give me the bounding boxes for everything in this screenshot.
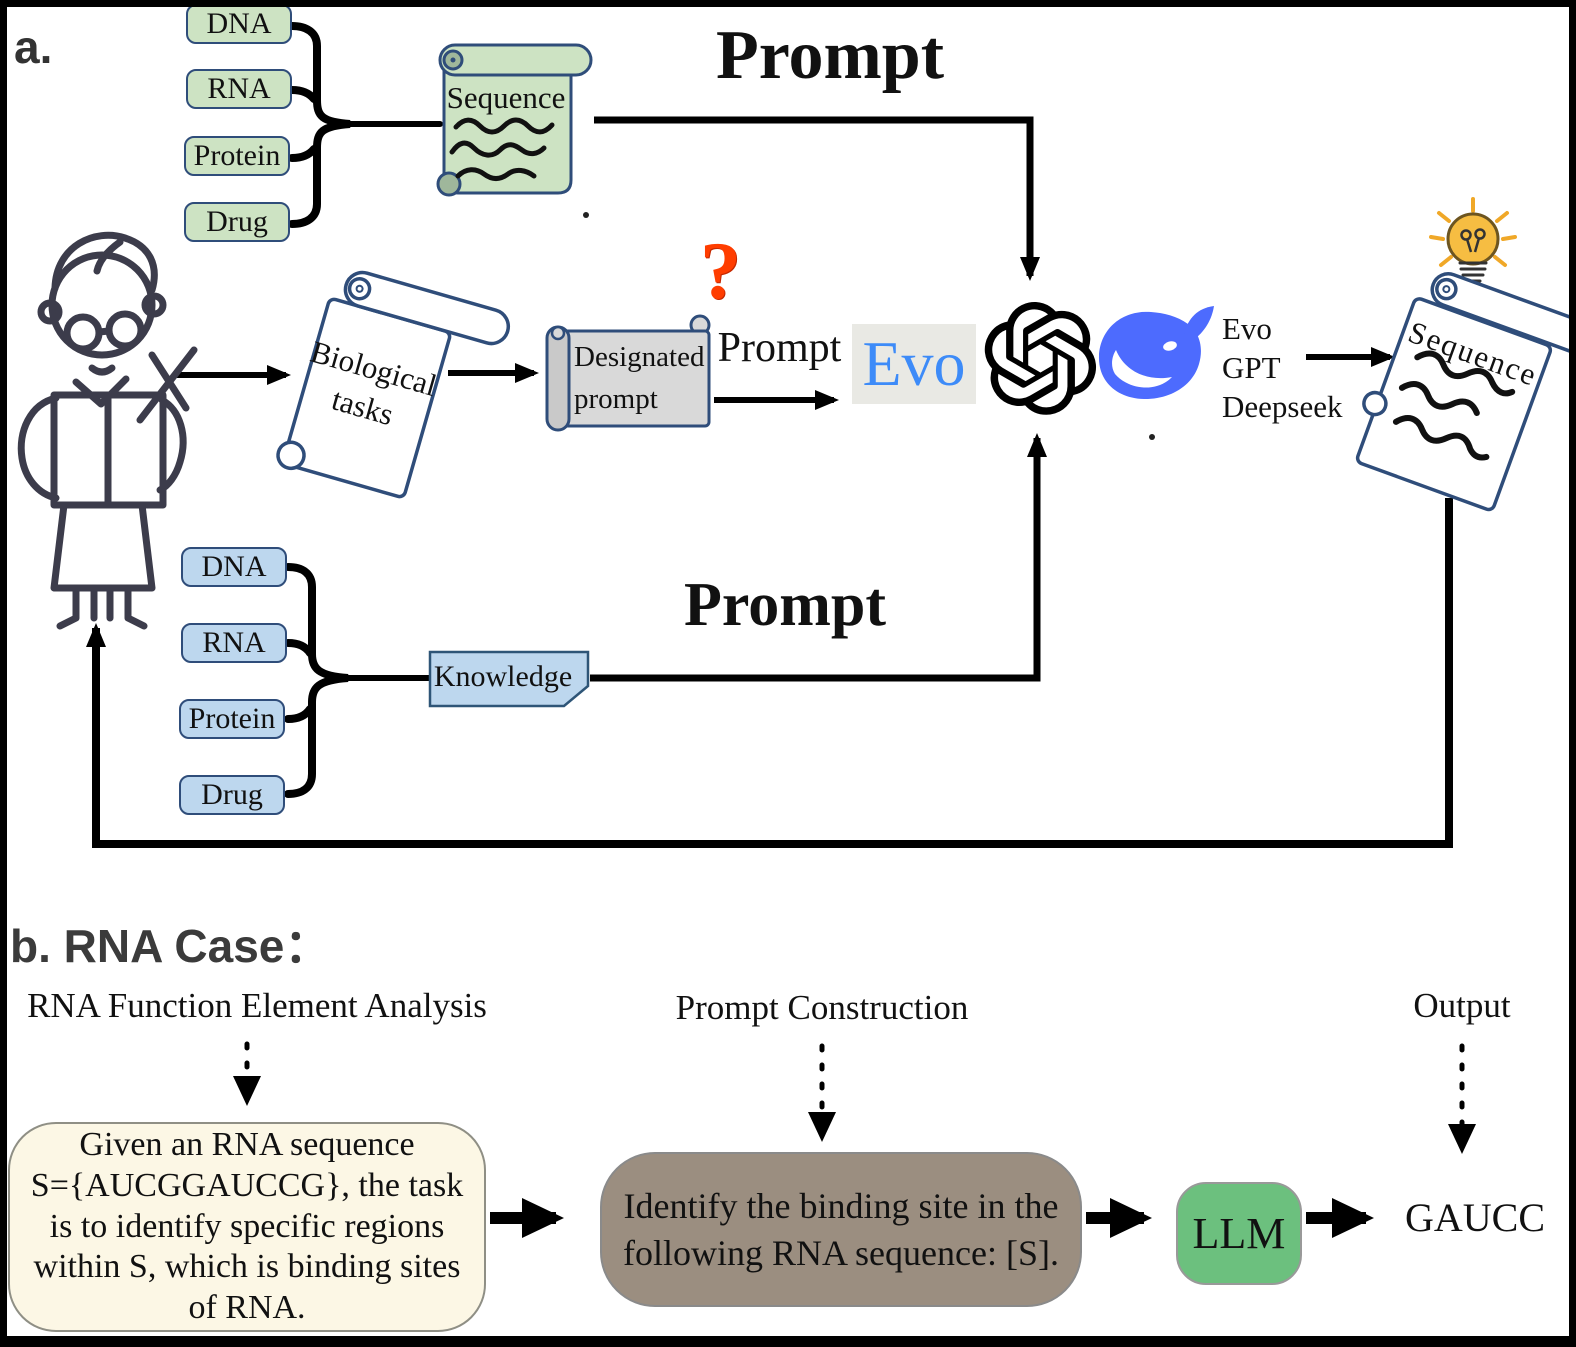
input-box-rna-bottom: RNA — [181, 623, 287, 663]
input-box-protein-bottom: Protein — [179, 699, 285, 739]
arrow-sequence-prompt-top — [594, 116, 1040, 281]
input-box-dna-top: DNA — [186, 4, 292, 44]
input-box-rna-top: RNA — [186, 69, 292, 109]
arrow-knowledge-prompt-bottom — [590, 433, 1047, 682]
rna-task-box: Given an RNA sequence S={AUCGGAUCCG}, th… — [8, 1122, 486, 1332]
llm-box: LLM — [1176, 1182, 1302, 1285]
prompt-bottom-label: Prompt — [683, 571, 887, 639]
stray-dot-top — [583, 212, 589, 218]
model-names-label: Evo GPT Deepseek — [1222, 311, 1343, 424]
green-inputs-brace — [288, 22, 443, 228]
prompt-top-label: Prompt — [715, 17, 945, 94]
biological-tasks-scroll — [276, 270, 511, 499]
input-box-protein-top: Protein — [184, 136, 290, 176]
column-title-analysis: RNA Function Element Analysis — [27, 986, 487, 1025]
designated-prompt-scroll — [545, 314, 711, 432]
lightbulb-icon — [1429, 197, 1517, 283]
input-box-dna-bottom: DNA — [181, 547, 287, 587]
scientist-icon — [17, 231, 198, 630]
knowledge-label: Knowledge — [433, 660, 573, 693]
output-value: GAUCC — [1404, 1195, 1546, 1240]
column-title-construction: Prompt Construction — [675, 988, 969, 1027]
evo-badge: Evo — [852, 324, 976, 404]
stray-dot-mid — [1149, 434, 1155, 440]
prompt-mid-label: Prompt — [717, 325, 842, 371]
openai-logo-icon — [984, 302, 1097, 415]
panel-b-arrows — [233, 1041, 1476, 1238]
sequence-scroll-green — [436, 43, 593, 197]
knowledge-plaque — [428, 650, 590, 708]
deepseek-whale-icon — [1098, 306, 1214, 400]
blue-inputs-brace — [284, 563, 433, 798]
input-box-drug-top: Drug — [184, 202, 290, 242]
input-box-drug-bottom: Drug — [179, 775, 285, 815]
panel-b-title: b. RNA Case： — [10, 920, 331, 972]
output-sequence-scroll — [1355, 272, 1576, 512]
designated-prompt-label: Designated prompt — [574, 341, 705, 416]
panel-a-label: a. — [14, 21, 53, 73]
prompt-construction-box: Identify the binding site in the followi… — [600, 1152, 1082, 1307]
question-mark: ? — [700, 225, 741, 316]
column-title-output: Output — [1413, 986, 1511, 1025]
feedback-loop-arrow — [86, 498, 1453, 848]
sequence-scroll-label: Sequence — [446, 80, 566, 115]
